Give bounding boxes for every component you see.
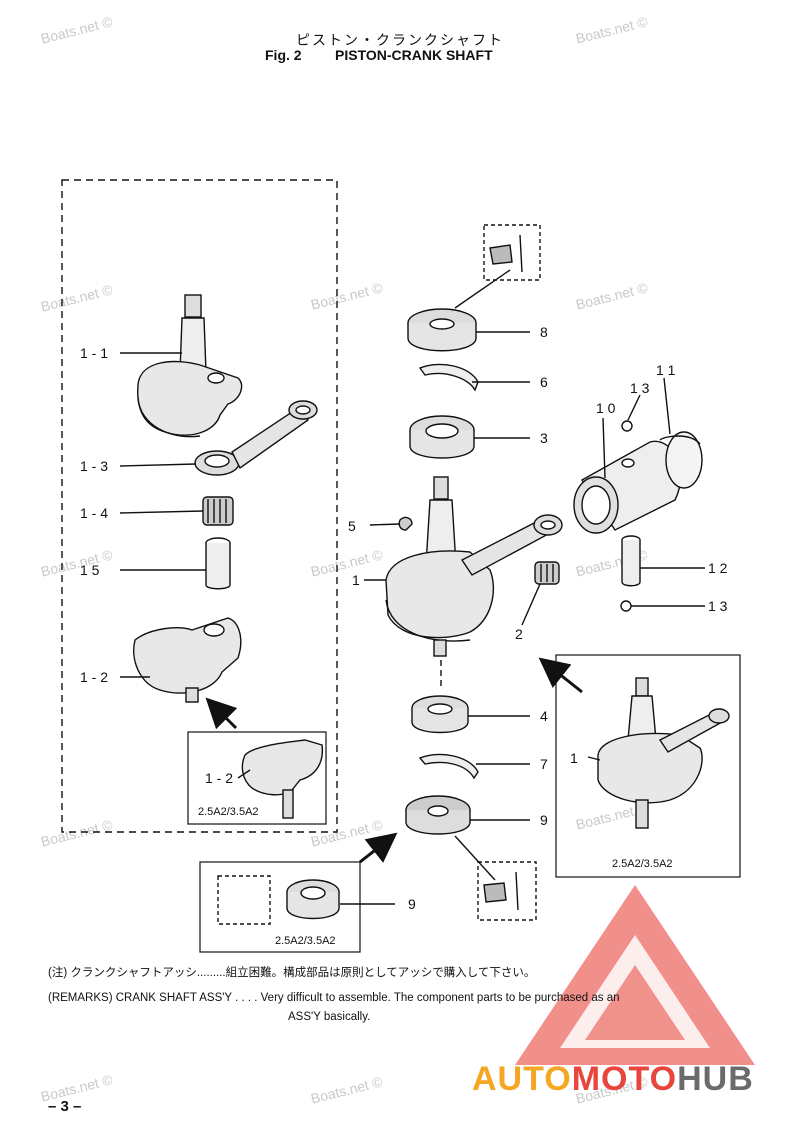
callout-5: 5 <box>348 518 356 534</box>
leader-line <box>454 835 496 881</box>
inset-bearing-alt <box>286 879 340 920</box>
oil-seal-detail-top <box>489 234 523 273</box>
inset-left-part-label: 1 - 2 <box>205 770 234 786</box>
inset-left-model-label: 2.5A2/3.5A2 <box>198 806 259 818</box>
arrow <box>359 832 398 864</box>
page-number: – 3 – <box>48 1098 82 1115</box>
inset-box-left <box>187 731 327 825</box>
remarks-english-line1: (REMARKS) CRANK SHAFT ASS'Y . . . . Very… <box>48 992 620 1004</box>
callout-1-5: 1 5 <box>80 562 100 578</box>
leader-line <box>454 269 511 309</box>
logo-moto: MOTO <box>571 1060 678 1098</box>
leader-line <box>627 394 641 421</box>
arrow <box>205 697 238 730</box>
logo-hub: HUB <box>677 1060 754 1098</box>
woodruff-key <box>398 516 413 531</box>
inset-bottom-part-label: 9 <box>408 896 416 912</box>
callout-3: 3 <box>540 430 548 446</box>
inset-crankshaft-alt <box>597 677 730 829</box>
piston-pin <box>621 535 641 587</box>
page-title-japanese: ピストン・クランクシャフト <box>296 32 504 48</box>
leader-line <box>369 523 401 526</box>
leader-line <box>119 463 197 467</box>
ball-bearing-upper <box>409 415 475 459</box>
callout-12: 1 2 <box>708 560 728 576</box>
piston <box>573 440 682 534</box>
inset-right-model-label: 2.5A2/3.5A2 <box>612 858 673 870</box>
crank-pin <box>205 537 231 590</box>
oil-seal-lower <box>405 795 471 835</box>
inset-box-bottom <box>199 861 361 953</box>
connecting-rod <box>194 400 318 476</box>
remarks-english-line2: ASS'Y basically. <box>288 1011 371 1023</box>
crankshaft-lower-half <box>133 617 242 703</box>
crankshaft-assembly-dashed-box <box>61 179 338 833</box>
callout-6: 6 <box>540 374 548 390</box>
inset-box-right <box>555 654 741 878</box>
callout-1-3: 1 - 3 <box>80 458 109 474</box>
callout-1: 1 <box>352 572 360 588</box>
inset-lower-half-alt <box>241 739 324 819</box>
callout-4: 4 <box>540 708 548 724</box>
leader-line <box>119 510 204 514</box>
remarks-japanese: (注) クランクシャフトアッシ.........組立困難。構成部品は原則としてア… <box>48 967 536 979</box>
leader-line <box>663 377 671 435</box>
figure-number: Fig. 2 <box>265 47 302 63</box>
leader-line <box>587 756 601 761</box>
needle-bearing-left <box>202 496 234 526</box>
logo-auto: AUTO <box>472 1060 572 1098</box>
callout-2: 2 <box>515 626 523 642</box>
figure-title: PISTON-CRANK SHAFT <box>335 47 493 63</box>
callout-8: 8 <box>540 324 548 340</box>
snap-ring-upper <box>418 363 479 392</box>
callout-9: 9 <box>540 812 548 828</box>
inset-right-part-label: 1 <box>570 750 578 766</box>
leader-line <box>602 417 606 479</box>
automotohub-logo-mark <box>515 885 755 1065</box>
ball-bearing-lower <box>411 695 469 734</box>
leader-line <box>237 769 251 779</box>
callout-1-1: 1 - 1 <box>80 345 109 361</box>
oil-seal-upper <box>407 308 477 352</box>
piston-pin-clip-upper <box>621 420 633 432</box>
callout-1-2: 1 - 2 <box>80 669 109 685</box>
arrow <box>538 657 583 694</box>
automotohub-logo-text: AUTOMOTOHUB <box>472 1060 754 1099</box>
crankshaft-main <box>385 476 563 657</box>
inset-bottom-model-label: 2.5A2/3.5A2 <box>275 935 336 947</box>
leader-line <box>521 583 541 626</box>
callout-13-lower: 1 3 <box>708 598 728 614</box>
crankshaft-upper-half <box>137 294 243 438</box>
piston-pin-clip-lower <box>620 600 632 612</box>
callout-11: 1 1 <box>656 362 676 378</box>
callout-7: 7 <box>540 756 548 772</box>
piston-rings <box>659 431 703 489</box>
snap-ring-lower <box>418 753 479 780</box>
callout-13-upper: 1 3 <box>630 380 650 396</box>
needle-bearing-right <box>534 561 560 585</box>
oil-seal-detail-bottom <box>483 871 519 911</box>
callout-10: 1 0 <box>596 400 616 416</box>
callout-1-4: 1 - 4 <box>80 505 109 521</box>
